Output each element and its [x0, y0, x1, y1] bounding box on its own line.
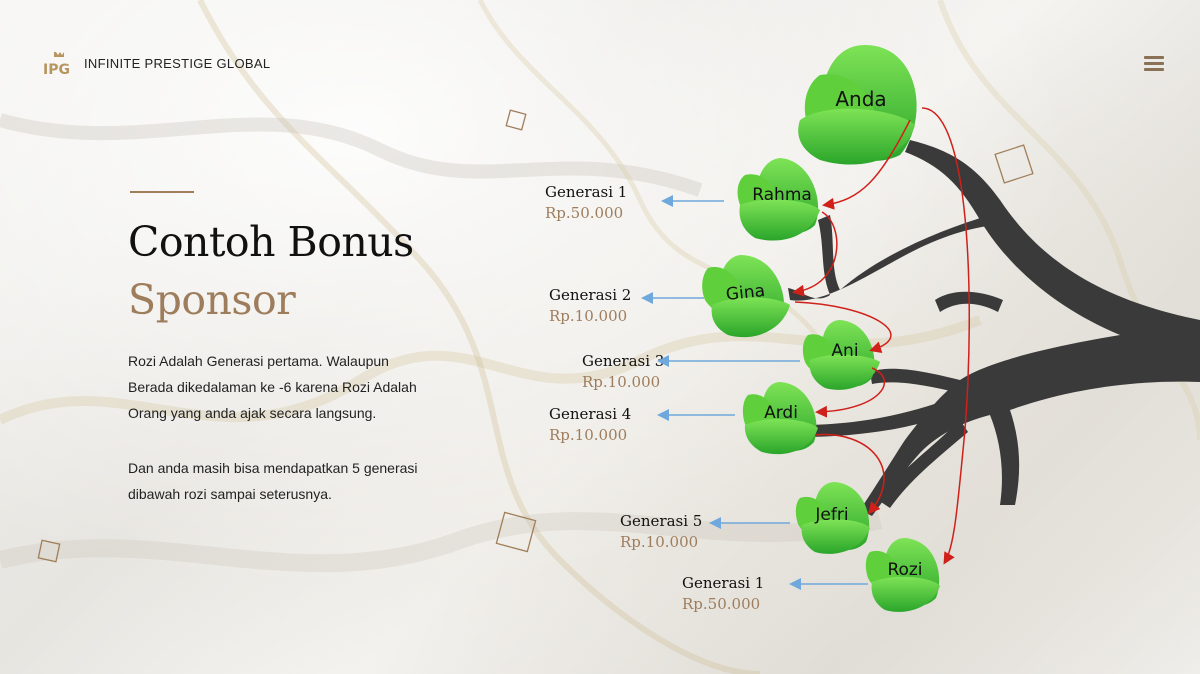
generation-label: Generasi 2: [549, 286, 632, 304]
node-gina: Gina: [702, 255, 790, 338]
generation-amount: Rp.50.000: [682, 595, 761, 613]
accent-divider: [130, 191, 194, 193]
generation-amount: Rp.10.000: [549, 307, 628, 325]
decorative-square: [37, 539, 61, 563]
node-ardi: Ardi: [742, 382, 818, 455]
node-label: Anda: [835, 87, 886, 111]
node-rozi: Rozi: [865, 538, 940, 612]
decorative-square: [505, 109, 527, 131]
node-ani: Ani: [802, 320, 880, 390]
description-line: dibawah rozi sampai seterusnya.: [128, 486, 332, 502]
upline-arrows: [792, 107, 970, 565]
generation-label: Generasi 5: [620, 512, 703, 530]
generation-amount: Rp.10.000: [582, 373, 661, 391]
node-jefri: Jefri: [795, 482, 870, 554]
node-label: Rahma: [752, 185, 812, 205]
brand-logo-icon: IPG: [43, 52, 70, 76]
node-anda: Anda: [798, 45, 917, 165]
generation-arrows: [641, 195, 868, 590]
tree-branches: [788, 140, 1200, 516]
node-label: Ardi: [764, 403, 798, 423]
description-line: Dan anda masih bisa mendapatkan 5 genera…: [128, 460, 418, 476]
hamburger-menu-icon[interactable]: [1144, 56, 1164, 72]
description-paragraph-1: Rozi Adalah Generasi pertama. Walaupun B…: [128, 348, 468, 426]
node-label: Ani: [831, 341, 858, 361]
generation-label: Generasi 3: [582, 352, 665, 370]
generation-label: Generasi 4: [549, 405, 632, 423]
svg-text:IPG: IPG: [43, 62, 70, 76]
decorative-square: [994, 144, 1034, 184]
description-line: Orang yang anda ajak secara langsung.: [128, 405, 377, 421]
page-title: Contoh Bonus: [128, 218, 414, 266]
node-rahma: Rahma: [737, 158, 820, 241]
node-label: Gina: [725, 281, 766, 305]
generation-amount: Rp.10.000: [549, 426, 628, 444]
page-subtitle: Sponsor: [128, 276, 296, 324]
node-label: Jefri: [814, 505, 848, 525]
brand-name: INFINITE PRESTIGE GLOBAL: [84, 55, 271, 71]
node-label: Rozi: [887, 560, 922, 580]
decorative-square: [495, 511, 537, 553]
generation-label: Generasi 1: [682, 574, 765, 592]
description-line: Berada dikedalaman ke -6 karena Rozi Ada…: [128, 379, 417, 395]
generation-amount: Rp.50.000: [545, 204, 624, 222]
description-line: Rozi Adalah Generasi pertama. Walaupun: [128, 353, 389, 369]
generation-amount: Rp.10.000: [620, 533, 699, 551]
generation-label: Generasi 1: [545, 183, 628, 201]
description-paragraph-2: Dan anda masih bisa mendapatkan 5 genera…: [128, 455, 468, 507]
brand[interactable]: IPG INFINITE PRESTIGE GLOBAL: [42, 50, 270, 76]
